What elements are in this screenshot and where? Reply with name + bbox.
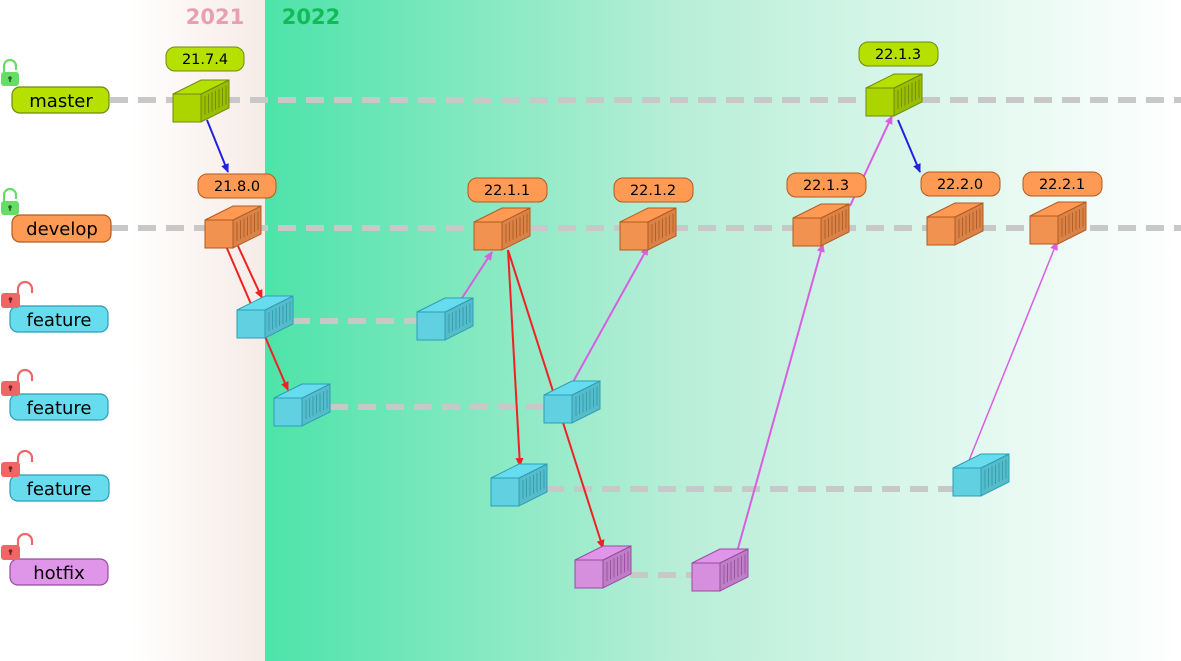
tag-22-2-1: 22.2.1	[1022, 171, 1103, 197]
tag-22-1-3-develop: 22.1.3	[786, 172, 867, 198]
tag-label: 22.2.0	[937, 177, 983, 193]
tag-label: 21.7.4	[182, 52, 228, 68]
develop-commit-container	[1029, 201, 1087, 245]
lock-open-icon	[1, 58, 19, 86]
tag-label: 22.1.2	[630, 183, 676, 199]
feature-commit-container	[543, 380, 601, 424]
tag-22-2-0: 22.2.0	[920, 171, 1001, 197]
feature-commit-container	[490, 463, 548, 507]
tag-label: 22.1.3	[803, 178, 849, 194]
branch-label-feature-3: feature	[1, 449, 110, 502]
develop-commit-container	[792, 203, 850, 247]
branch-label-develop: develop	[1, 187, 112, 243]
branch-label-text: master	[29, 91, 93, 112]
branch-label-text: feature	[27, 310, 92, 331]
tag-label: 22.1.1	[484, 183, 530, 199]
develop-commit-container	[619, 207, 677, 251]
master-commit-container	[865, 73, 923, 117]
master-commit-container	[172, 79, 230, 123]
branch-label-text: feature	[27, 398, 92, 419]
tag-22-1-2: 22.1.2	[613, 177, 694, 203]
lock-closed-icon	[1, 532, 34, 560]
lock-closed-icon	[1, 280, 34, 308]
tag-21-8-0: 21.8.0	[197, 173, 277, 199]
branch-label-feature-1: feature	[1, 280, 109, 333]
merge-arrow-1	[461, 251, 493, 299]
feature-commit-container	[952, 453, 1010, 497]
branch-label-text: feature	[27, 479, 92, 500]
merge-arrow-3	[736, 243, 825, 553]
tag-label: 22.2.1	[1039, 177, 1085, 193]
tag-21-7-4: 21.7.4	[165, 46, 245, 72]
lock-closed-icon	[1, 449, 34, 477]
branch-label-hotfix: hotfix	[1, 532, 109, 586]
feature-commit-container	[236, 295, 294, 339]
hotfix-commit-container	[574, 545, 632, 589]
feature-commit-container	[273, 383, 331, 427]
branch-arrow-1	[237, 245, 263, 299]
merge-arrow-5	[967, 241, 1058, 464]
branch-label-master: master	[1, 58, 110, 114]
lock-closed-icon	[1, 368, 34, 396]
tag-label: 22.1.3	[875, 47, 921, 63]
feature-commit-container	[416, 297, 474, 341]
branch-label-text: develop	[26, 219, 98, 240]
branch-arrow-3	[507, 249, 524, 467]
merge-arrow-2	[572, 246, 649, 383]
release-arrow-1	[206, 119, 229, 173]
release-arrow-2	[897, 119, 921, 173]
lock-open-icon	[1, 187, 19, 215]
commit-containers	[172, 73, 1087, 592]
branch-labels: master develop feature	[1, 58, 112, 586]
year-2022-label: 2022	[282, 5, 340, 29]
branch-label-text: hotfix	[33, 563, 85, 584]
branch-label-feature-2: feature	[1, 368, 109, 421]
tag-label: 21.8.0	[214, 179, 260, 195]
version-tags: 21.7.4 21.8.0 22.1.1 22.1.2 22.1.3 22.1.…	[165, 41, 1103, 203]
tag-22-1-1: 22.1.1	[467, 177, 548, 203]
tag-22-1-3-master: 22.1.3	[858, 41, 939, 67]
develop-commit-container	[473, 207, 531, 251]
develop-commit-container	[204, 205, 262, 249]
develop-commit-container	[926, 202, 984, 246]
year-2021-label: 2021	[186, 5, 244, 29]
hotfix-commit-container	[691, 548, 749, 592]
